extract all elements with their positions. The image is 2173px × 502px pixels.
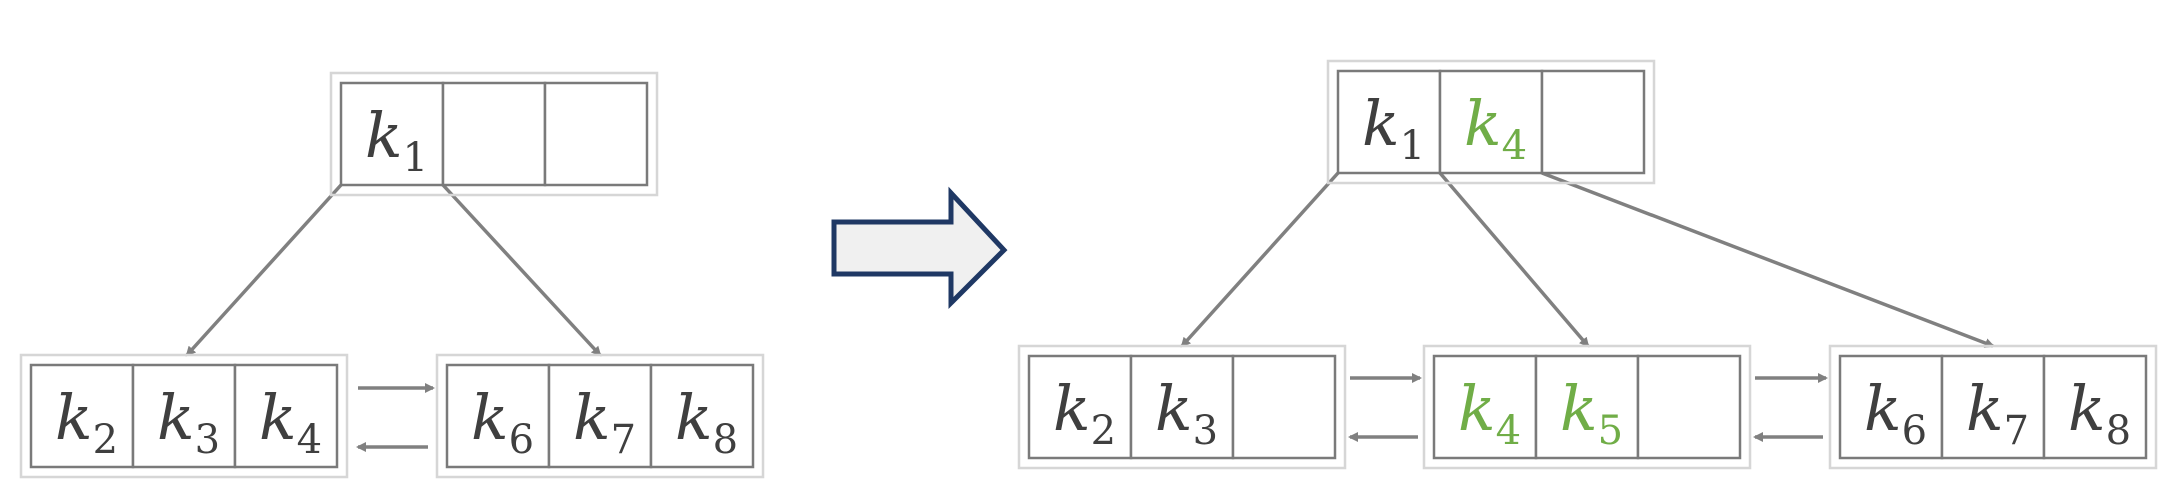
- after-left-leaf-cell-1: [1027, 354, 1133, 460]
- before-root-node-cell-2: [441, 81, 547, 187]
- after-edge-root-left: [1180, 171, 1340, 348]
- after-middle-leaf-cell-1: [1432, 354, 1538, 460]
- before-root-node-outline: [329, 71, 659, 197]
- before-left-leaf-key-2: k3: [157, 381, 220, 463]
- before-right-leaf-cell-1: [445, 363, 551, 469]
- after-right-leaf-outline: [1828, 344, 2158, 470]
- before-root-node: k1: [329, 71, 659, 197]
- before-root-node-cell-3: [543, 81, 649, 187]
- right-arrow-icon: [831, 186, 1008, 310]
- before-right-leaf-outline: [435, 353, 765, 479]
- transition-arrow: [831, 186, 1008, 310]
- before-left-leaf-outline: [19, 353, 349, 479]
- after-right-leaf: k6 k7 k8: [1828, 344, 2158, 470]
- before-right-leaf-key-1: k6: [471, 381, 534, 463]
- nodes-layer: k1 k2 k3 k4 k6 k7 k8 k1 k4 k2 k3 k4 k5 k6 k7 k8: [19, 59, 2158, 479]
- after-middle-leaf-cell-3: [1636, 354, 1742, 460]
- after-right-leaf-cell-3: [2042, 354, 2148, 460]
- after-left-leaf-key-1: k2: [1053, 372, 1116, 454]
- after-right-leaf-key-3: k8: [2068, 372, 2131, 454]
- before-right-leaf: k6 k7 k8: [435, 353, 765, 479]
- after-middle-leaf-key-2: k5: [1560, 372, 1623, 454]
- before-left-leaf-cell-1: [29, 363, 135, 469]
- after-left-leaf-outline: [1017, 344, 1347, 470]
- after-left-leaf-cell-3: [1231, 354, 1337, 460]
- before-left-leaf-cell-3: [233, 363, 339, 469]
- before-left-leaf-key-3: k4: [259, 381, 322, 463]
- before-right-leaf-key-2: k7: [573, 381, 636, 463]
- after-right-leaf-key-2: k7: [1966, 372, 2029, 454]
- before-left-leaf-key-1: k2: [55, 381, 118, 463]
- after-middle-leaf-outline: [1422, 344, 1752, 470]
- after-root-node-cell-2: [1438, 69, 1544, 175]
- after-root-node-key-1: k1: [1362, 87, 1425, 169]
- after-middle-leaf-cell-2: [1534, 354, 1640, 460]
- before-root-node-cell-1: [339, 81, 445, 187]
- after-root-node-key-2: k4: [1464, 87, 1527, 169]
- after-right-leaf-key-1: k6: [1864, 372, 1927, 454]
- after-root-node-cell-3: [1540, 69, 1646, 175]
- after-root-node-outline: [1326, 59, 1656, 185]
- after-root-node: k1 k4: [1326, 59, 1656, 185]
- before-left-leaf: k2 k3 k4: [19, 353, 349, 479]
- after-middle-leaf-key-1: k4: [1458, 372, 1521, 454]
- after-middle-leaf: k4 k5: [1422, 344, 1752, 470]
- after-left-leaf-key-2: k3: [1155, 372, 1218, 454]
- before-root-node-key-1: k1: [365, 99, 428, 181]
- after-edge-root-right: [1541, 171, 1995, 348]
- after-left-leaf: k2 k3: [1017, 344, 1347, 470]
- before-right-leaf-key-3: k8: [675, 381, 738, 463]
- before-edge-root-right: [441, 183, 602, 357]
- edges-layer: [185, 171, 1995, 452]
- after-left-leaf-cell-2: [1129, 354, 1235, 460]
- before-edge-root-left: [185, 183, 343, 357]
- after-root-node-cell-1: [1336, 69, 1442, 175]
- before-right-leaf-cell-3: [649, 363, 755, 469]
- after-edge-root-middle: [1438, 171, 1590, 348]
